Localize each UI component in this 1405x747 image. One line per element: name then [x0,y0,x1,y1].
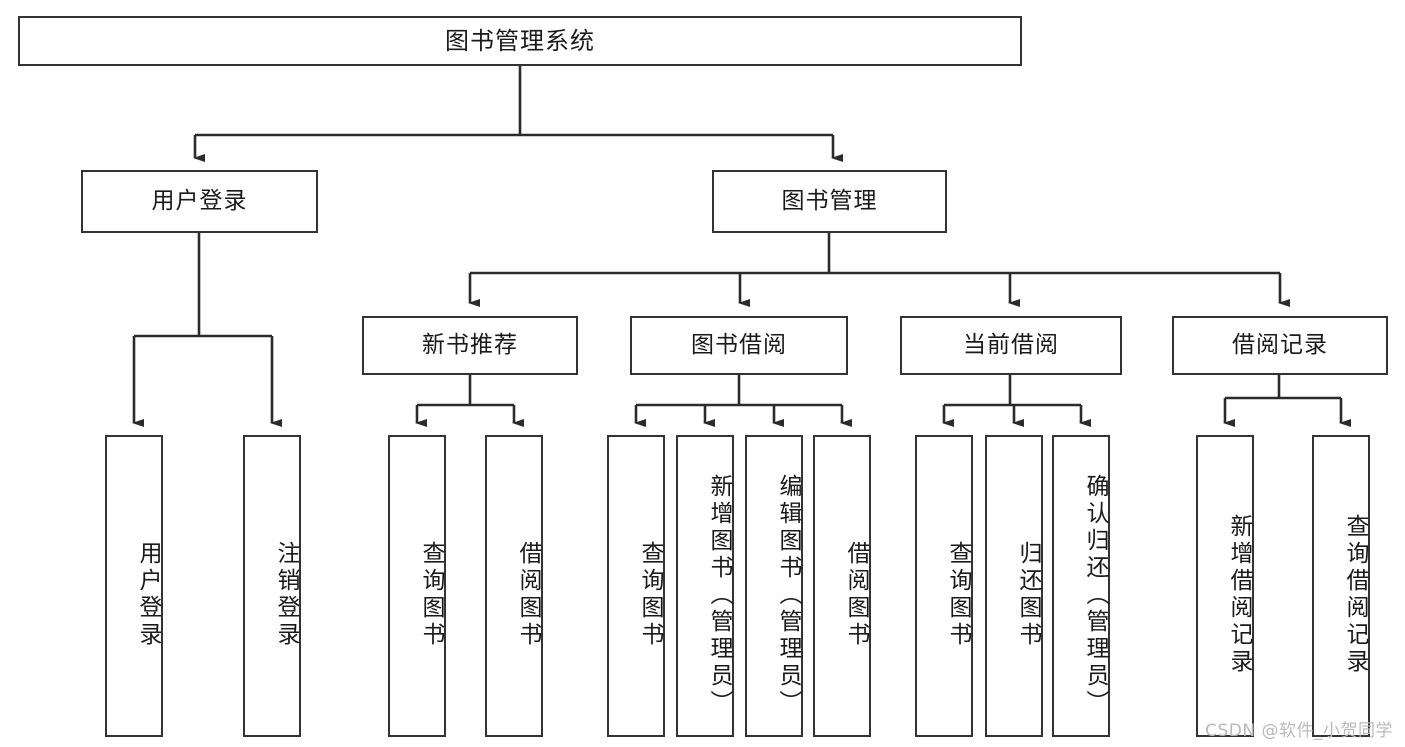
node-leaf-edit-book[interactable]: 编辑图书（管理员） [745,435,803,737]
node-current-borrow[interactable]: 当前借阅 [900,316,1122,375]
node-label: 图书管理系统 [445,26,595,55]
node-label: 借阅图书 [515,541,541,649]
node-label: 确认归还（管理员） [1082,473,1108,717]
node-book-management[interactable]: 图书管理 [712,170,947,233]
node-label: 当前借阅 [963,331,1059,358]
node-leaf-add-book[interactable]: 新增图书（管理员） [676,435,734,737]
node-new-book-recommend[interactable]: 新书推荐 [362,316,578,375]
node-leaf-logout-login[interactable]: 注销登录 [243,435,301,737]
node-label: 查询图书 [418,541,444,649]
node-label: 用户登录 [135,541,161,649]
node-label: 借阅记录 [1232,331,1328,358]
node-label: 新书推荐 [422,331,518,358]
node-label: 新增图书（管理员） [706,473,732,717]
node-label: 查询图书 [637,541,663,649]
node-label: 编辑图书（管理员） [775,473,801,717]
node-label: 归还图书 [1015,541,1041,649]
node-label: 图书管理 [781,187,878,214]
node-label: 用户登录 [151,187,248,214]
node-label: 注销登录 [273,541,299,649]
node-leaf-borrow-book-1[interactable]: 借阅图书 [485,435,543,737]
node-leaf-confirm-return[interactable]: 确认归还（管理员） [1052,435,1110,737]
node-label: 查询图书 [945,541,971,649]
node-leaf-query-book-2[interactable]: 查询图书 [607,435,665,737]
node-leaf-return-book[interactable]: 归还图书 [985,435,1043,737]
node-label: 借阅图书 [843,541,869,649]
node-borrow-record[interactable]: 借阅记录 [1172,316,1388,375]
node-leaf-query-book-3[interactable]: 查询图书 [915,435,973,737]
node-book-borrow[interactable]: 图书借阅 [630,316,848,375]
watermark-text: CSDN @软件_小贺同学 [1205,721,1393,741]
node-label: 查询借阅记录 [1342,514,1368,676]
node-leaf-query-book-1[interactable]: 查询图书 [388,435,446,737]
node-leaf-query-record[interactable]: 查询借阅记录 [1312,435,1370,737]
node-root-system[interactable]: 图书管理系统 [18,16,1022,66]
node-user-login[interactable]: 用户登录 [81,170,318,233]
node-label: 新增借阅记录 [1226,514,1252,676]
node-leaf-borrow-book-2[interactable]: 借阅图书 [813,435,871,737]
node-leaf-add-record[interactable]: 新增借阅记录 [1196,435,1254,737]
node-leaf-user-login[interactable]: 用户登录 [105,435,163,737]
node-label: 图书借阅 [691,331,787,358]
